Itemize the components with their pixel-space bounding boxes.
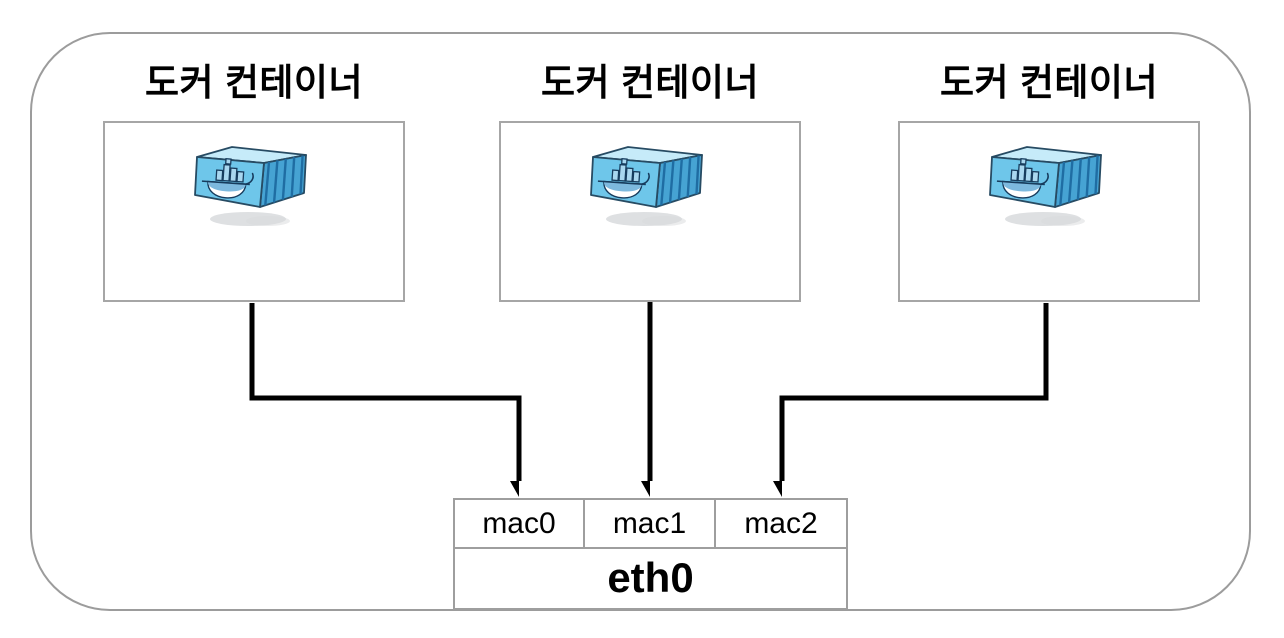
container-2-box: [499, 121, 801, 302]
docker-container-icon: [194, 145, 308, 228]
container-1-box: [103, 121, 405, 302]
docker-container-icon: [590, 145, 704, 228]
container-3-box: [898, 121, 1200, 302]
interface-mac0: mac0: [453, 498, 585, 549]
container-2-label: 도커 컨테이너: [540, 62, 760, 103]
interface-eth0: eth0: [453, 547, 848, 610]
container-1-label: 도커 컨테이너: [144, 62, 364, 103]
container-3-label: 도커 컨테이너: [939, 62, 1159, 103]
macvlan-interface-row: mac0 mac1 mac2: [453, 498, 848, 549]
interface-mac1: mac1: [583, 498, 716, 549]
docker-container-icon: [989, 145, 1103, 228]
interface-mac2: mac2: [714, 498, 848, 549]
